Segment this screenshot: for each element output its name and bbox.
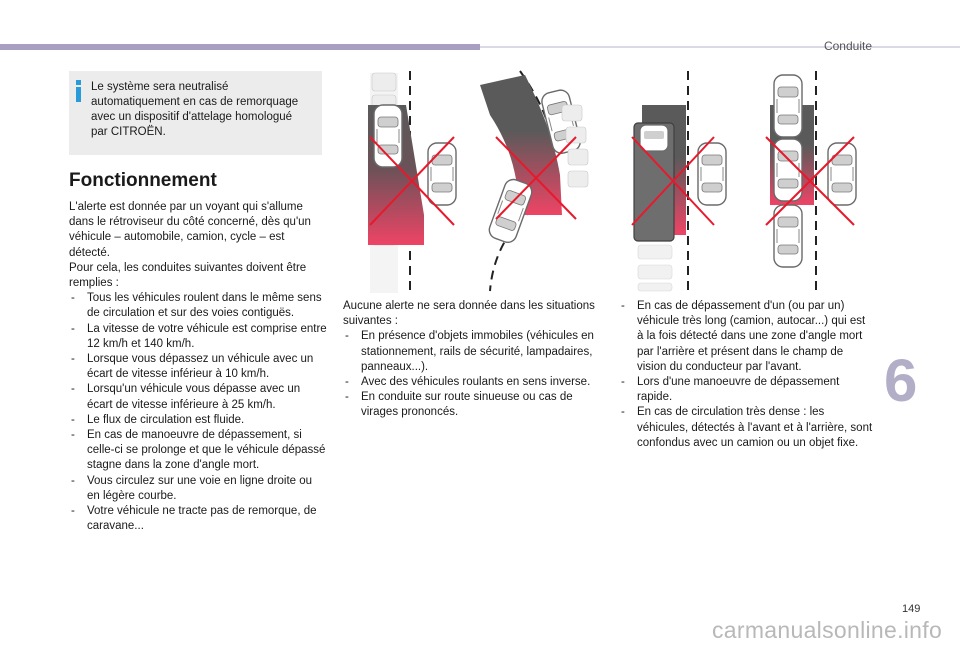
intro-paragraph-2: Pour cela, les conduites suivantes doive… (69, 261, 307, 290)
conditions-list: Tous les véhicules roulent dans le même … (69, 291, 327, 534)
column-conditions: L'alerte est donnée par un voyant qui s'… (69, 200, 327, 534)
list-item: En cas de dépassement d'un (ou par un) v… (619, 299, 874, 375)
list-item: Lorsque vous dépassez un véhicule avec u… (69, 352, 327, 382)
column-no-alert-continued: En cas de dépassement d'un (ou par un) v… (619, 299, 874, 451)
no-alert-intro: Aucune alerte ne sera donnée dans les si… (343, 300, 595, 328)
no-alert-list-2: En cas de dépassement d'un (ou par un) v… (619, 299, 874, 451)
list-item: Votre véhicule ne tracte pas de remorque… (69, 504, 327, 534)
info-text: Le système sera neutralisé automatiqueme… (91, 81, 299, 138)
list-item: En présence d'objets immobiles (véhicule… (343, 329, 598, 375)
page-number: 149 (902, 603, 921, 615)
list-item: Tous les véhicules roulent dans le même … (69, 291, 327, 321)
chapter-number: 6 (884, 347, 918, 414)
scene-winding-road (480, 70, 589, 292)
list-item: Avec des véhicules roulants en sens inve… (343, 375, 598, 390)
list-item: La vitesse de votre véhicule est compris… (69, 322, 327, 352)
list-item: Vous circulez sur une voie en ligne droi… (69, 474, 327, 504)
info-box: Le système sera neutralisé automatiqueme… (69, 71, 322, 155)
section-title: Conduite (823, 39, 872, 53)
list-item: En cas de circulation très dense : les v… (619, 405, 874, 451)
header-bar (0, 44, 480, 50)
column-no-alert: Aucune alerte ne sera donnée dans les si… (343, 299, 598, 421)
scene-dense-traffic (765, 71, 857, 291)
blind-spot-illustrations (368, 70, 857, 293)
list-item: En cas de manoeuvre de dépassement, si c… (69, 428, 327, 474)
scene-stationary-objects (368, 71, 457, 293)
scene-long-vehicle (631, 71, 727, 292)
intro-paragraph: L'alerte est donnée par un voyant qui s'… (69, 201, 311, 259)
list-item: Lorsqu'un véhicule vous dépasse avec un … (69, 382, 327, 412)
list-item: Le flux de circulation est fluide. (69, 413, 327, 428)
header-rule (480, 46, 960, 48)
info-icon (75, 80, 83, 102)
no-alert-list: En présence d'objets immobiles (véhicule… (343, 329, 598, 420)
list-item: En conduite sur route sinueuse ou cas de… (343, 390, 598, 420)
page-heading: Fonctionnement (69, 170, 217, 191)
watermark: carmanualsonline.info (712, 617, 943, 643)
list-item: Lors d'une manoeuvre de dépassement rapi… (619, 375, 874, 405)
